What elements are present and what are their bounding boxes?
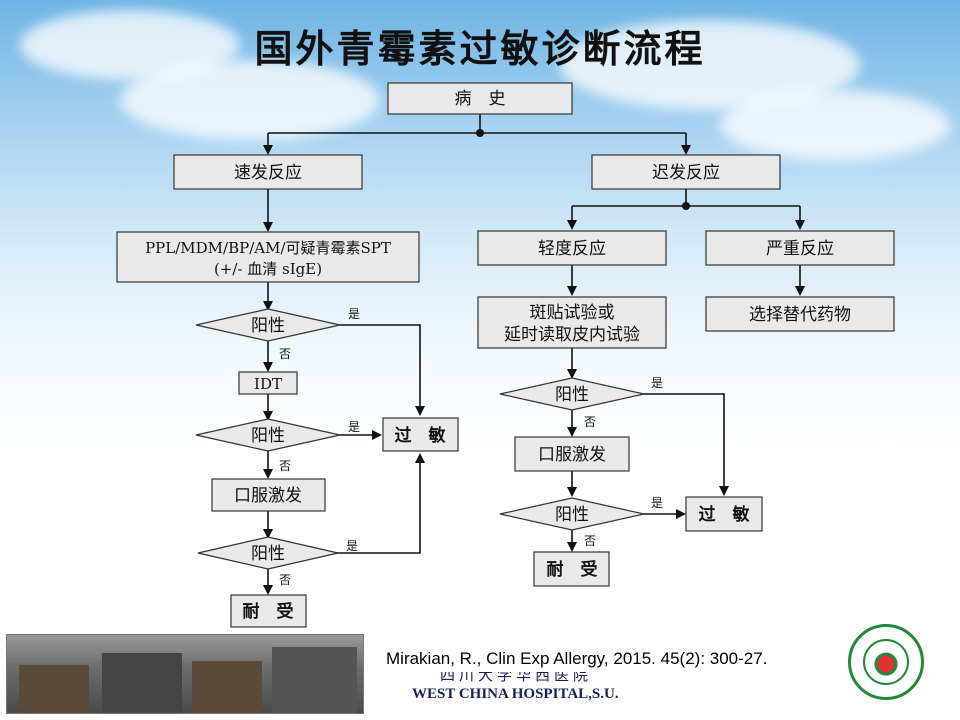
svg-text:阳性: 阳性 [555,505,589,525]
svg-text:PPL/MDM/BP/AM/可疑青霉素SPT: PPL/MDM/BP/AM/可疑青霉素SPT [145,239,391,257]
oral-challenge-box-left: 口服激发 [211,478,326,512]
mild-reaction-box: 轻度反应 [477,230,667,266]
building-shape [192,661,262,713]
positive-diamond-1: 阳性 [195,308,341,342]
allergy-box-left: 过 敏 [382,417,459,452]
positive-diamond-2: 阳性 [195,418,341,452]
svg-text:阳性: 阳性 [555,385,589,405]
arrow [336,453,425,554]
severe-reaction-box: 严重反应 [705,230,895,266]
allergy-box-right: 过 敏 [685,496,763,532]
hospital-name-en: WEST CHINA HOSPITAL,S.U. [412,686,619,702]
svg-text:病 史: 病 史 [455,89,506,109]
svg-text:迟发反应: 迟发反应 [652,163,720,183]
positive-diamond-4: 阳性 [499,377,645,411]
tolerant-box-left: 耐 受 [230,594,307,628]
svg-text:过 敏: 过 敏 [699,504,750,525]
svg-text:口服激发: 口服激发 [538,445,606,465]
svg-text:耐 受: 耐 受 [547,559,598,580]
cloud [120,60,380,140]
svg-text:选择替代药物: 选择替代药物 [749,305,851,325]
no-label: 否 [279,459,291,473]
svg-text:阳性: 阳性 [251,544,285,564]
idt-box: IDT [238,371,298,395]
yes-label: 是 [651,376,663,390]
arrow [644,393,729,496]
svg-text:口服激发: 口服激发 [234,486,302,506]
no-label: 否 [584,415,596,429]
seal-emblem-icon [863,639,909,685]
svg-text:IDT: IDT [254,375,282,393]
no-label: 否 [279,573,291,587]
yes-label: 是 [651,496,663,510]
building-shape [272,647,357,713]
junction-dot [476,129,484,137]
alternative-drug-box: 选择替代药物 [705,296,895,332]
immediate-reaction-box: 速发反应 [173,154,363,190]
yes-label: 是 [348,420,360,434]
yes-label: 是 [346,539,358,553]
svg-text:严重反应: 严重反应 [766,239,834,259]
no-label: 否 [279,347,291,361]
svg-text:阳性: 阳性 [251,316,285,336]
no-label: 否 [584,534,596,548]
oral-challenge-box-right: 口服激发 [514,436,630,472]
hospital-name-cn: 四川大学华西医院 [440,668,593,684]
patch-test-box: 斑贴试验或 延时读取皮内试验 [477,296,667,349]
positive-diamond-5: 阳性 [499,497,645,531]
building-shape [19,665,89,713]
arrow [340,324,425,416]
svg-text:(+/- 血清 sIgE): (+/- 血清 sIgE) [214,260,322,278]
delayed-reaction-box: 迟发反应 [591,154,781,190]
svg-text:速发反应: 速发反应 [234,163,302,183]
svg-text:斑贴试验或: 斑贴试验或 [530,303,615,323]
svg-text:耐 受: 耐 受 [243,601,294,622]
yes-label: 是 [348,307,360,321]
positive-diamond-3: 阳性 [197,536,339,570]
campus-photo [6,634,364,714]
svg-text:过 敏: 过 敏 [395,425,446,446]
tolerant-box-right: 耐 受 [533,551,610,587]
citation: Mirakian, R., Clin Exp Allergy, 2015. 45… [384,646,886,672]
svg-text:延时读取皮内试验: 延时读取皮内试验 [504,325,640,345]
cloud [720,90,950,160]
svg-text:阳性: 阳性 [251,426,285,446]
svg-text:轻度反应: 轻度反应 [538,239,606,259]
page-title: 国外青霉素过敏诊断流程 [254,26,706,71]
building-shape [102,653,182,713]
skin-prick-test-box: PPL/MDM/BP/AM/可疑青霉素SPT (+/- 血清 sIgE) [116,231,420,283]
history-box: 病 史 [387,82,573,115]
junction-dot [682,202,690,210]
hospital-seal-logo [848,624,924,700]
flowchart: 病 史 速发反应 迟发反应 PPL/MDM/BP/AM/可疑青霉素SPT (+/… [116,82,895,628]
